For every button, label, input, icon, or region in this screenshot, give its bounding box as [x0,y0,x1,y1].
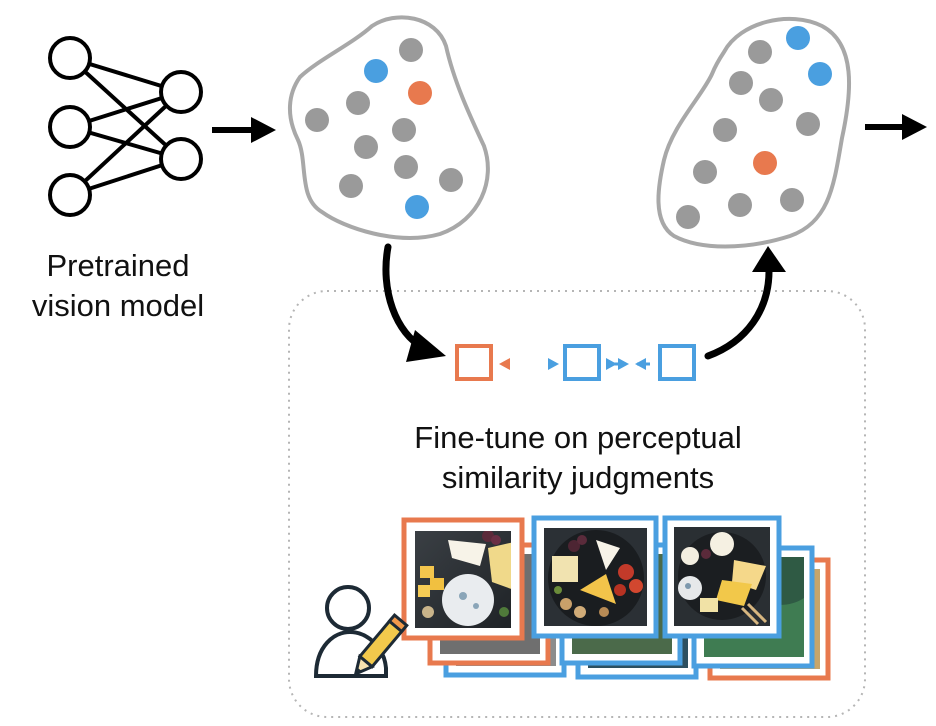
point-gray [759,88,783,112]
point-gray [439,168,463,192]
point-gray [346,91,370,115]
finetune-label: Fine-tune on perceptual similarity judgm… [368,418,788,498]
point-gray [305,108,329,132]
curved-arrow-down [382,243,446,362]
curved-arrow-up [704,246,786,360]
point-gray [339,174,363,198]
embedding-space-after [656,16,852,249]
triplet-reference-square [455,344,493,381]
point-gray [780,188,804,212]
pretrained-model-label: Pretrained vision model [18,246,218,326]
point-blue [405,195,429,219]
point-gray [676,205,700,229]
arrow-toward-middle [606,358,617,370]
label-line: similarity judgments [441,460,715,495]
point-gray [728,193,752,217]
label-line: Fine-tune on perceptual [414,420,742,455]
point-gray [392,118,416,142]
point-blue [786,26,810,50]
point-gray [399,38,423,62]
triplet-square [563,344,601,381]
point-orange [408,81,432,105]
triplet-square [658,344,696,381]
label-line: vision model [31,288,205,323]
point-gray [394,155,418,179]
point-gray [748,40,772,64]
arrow-right-1 [212,117,276,143]
finetune-panel [288,290,866,718]
embedding-space-before [287,15,490,240]
point-gray [796,112,820,136]
point-gray [729,71,753,95]
point-blue [808,62,832,86]
person-with-pencil-icon [313,585,409,678]
arrow-right-2 [865,114,927,140]
point-gray [713,118,737,142]
point-gray [354,135,378,159]
point-orange [753,151,777,175]
cheese-platter-image-stack [401,515,831,681]
point-blue [364,59,388,83]
triplet [455,344,696,381]
neural-network-icon [48,36,203,217]
label-line: Pretrained [46,248,190,283]
point-gray [693,160,717,184]
